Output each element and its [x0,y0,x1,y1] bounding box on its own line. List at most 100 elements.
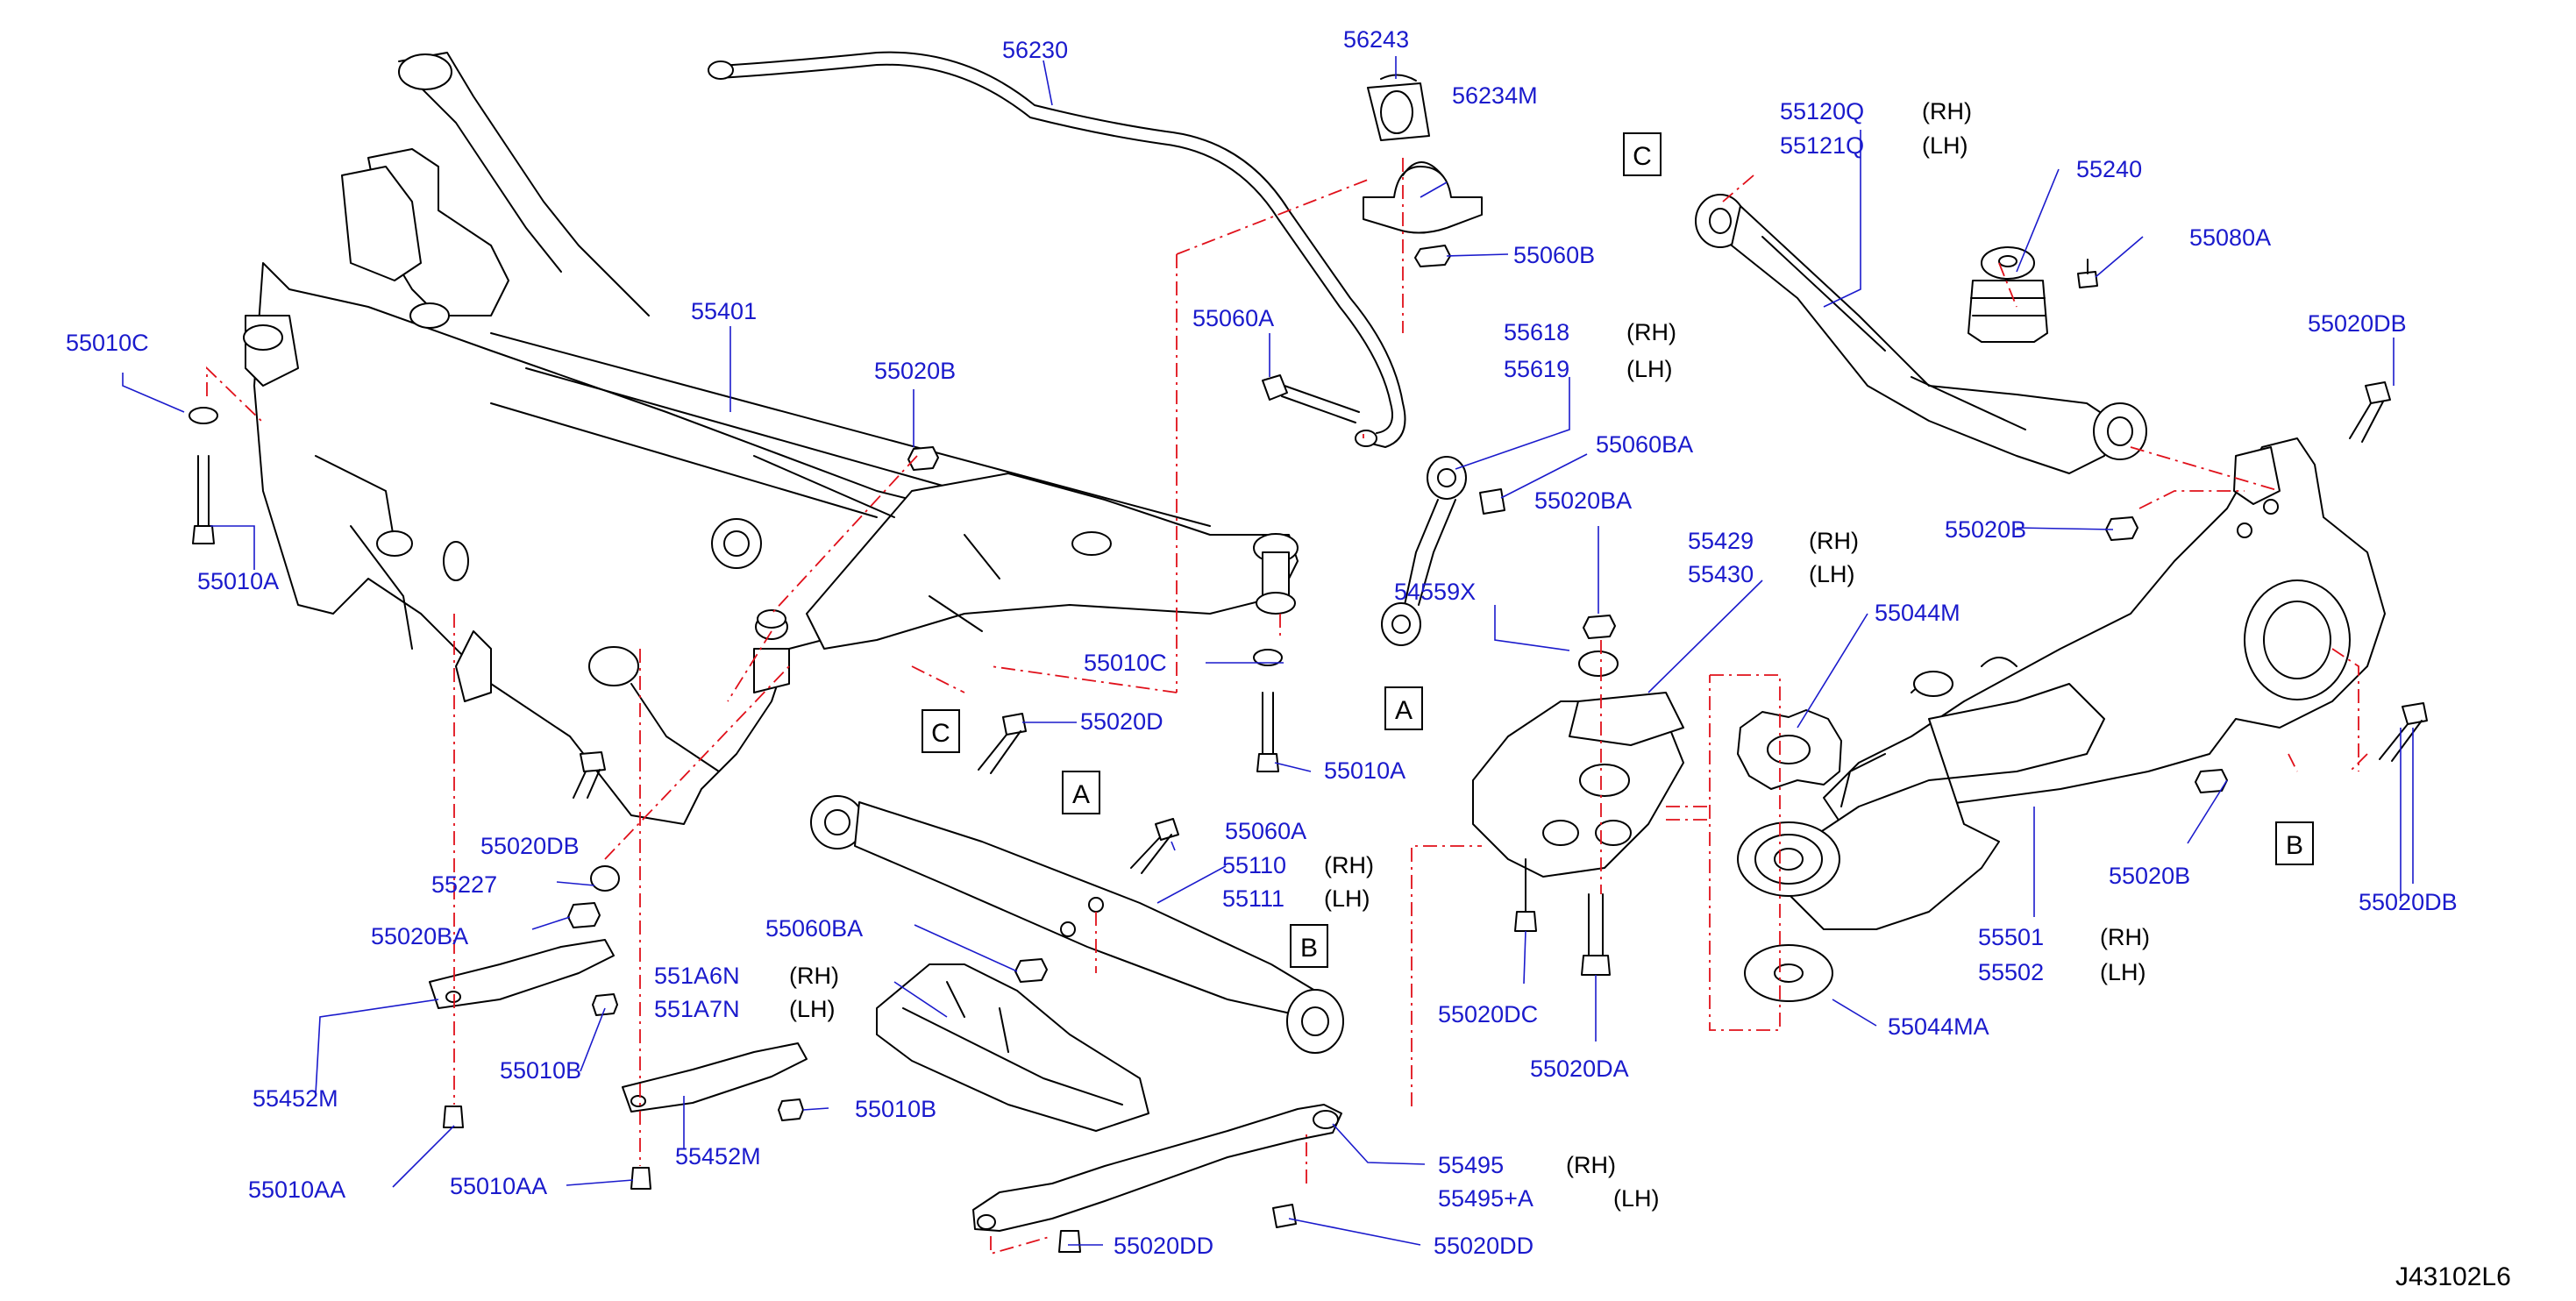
label-55020B-center: 55020B [874,358,956,384]
label-55080A: 55080A [2189,224,2271,251]
label-55111: 55111 [1222,885,1284,912]
label-55429: 55429 [1688,528,1754,554]
label-55020DB-upper: 55020DB [2308,310,2407,337]
part-labels: 56230 56243 56234M 55060B 55401 55010C 5… [66,26,2458,1259]
label-56243: 56243 [1343,26,1409,53]
leader-lines [122,56,2414,1246]
label-55111-side: (LH) [1324,885,1370,912]
nut-55060BA-lower-drawing [1014,958,1048,983]
nut-55020B-lower-drawing [2195,769,2228,793]
svg-text:A: A [1072,780,1090,809]
label-55110-side: (RH) [1324,852,1374,878]
label-55501: 55501 [1978,924,2044,950]
ref-box-C-upper: C [1623,132,1662,176]
ref-box-B-right: B [2275,821,2314,865]
subframe-drawing [243,52,1299,825]
diagram-id: J43102L6 [2395,1262,2511,1291]
label-55495A: 55495+A [1438,1185,1534,1212]
nut-55020B-right-drawing [2105,516,2138,541]
nut-55020BA-drawing [1578,615,1619,677]
stabilizer-link-drawing [1381,456,1505,646]
label-551A7N: 551A7N [654,996,740,1022]
nut-55060B-drawing [1414,245,1451,267]
label-55010C-left: 55010C [66,330,149,356]
label-55060A-lower: 55060A [1225,818,1306,844]
label-55618-side: (RH) [1626,319,1676,345]
label-55110: 55110 [1222,852,1286,878]
label-55020BA-left: 55020BA [371,923,468,949]
label-55020D: 55020D [1080,708,1163,735]
bolt-55060A-lower-drawing [1130,818,1179,874]
label-55020DB-left: 55020DB [480,833,580,859]
label-55495-side: (RH) [1566,1152,1616,1178]
axle-knuckle-drawing [1788,437,2386,930]
ref-box-A-upper: A [1384,686,1423,730]
label-55495: 55495 [1438,1152,1504,1178]
label-55020BA-center: 55020BA [1534,487,1632,514]
tie-rod-drawing [972,1104,1342,1232]
label-55121Q: 55121Q [1780,132,1864,159]
label-55121Q-side: (LH) [1922,132,1968,159]
ref-box-A-lower: A [1062,771,1100,814]
shield-drawing [876,963,1149,1132]
bolt-55020DC-drawing [1514,858,1537,932]
label-55430: 55430 [1688,561,1754,587]
label-55010AA-left: 55010AA [248,1177,345,1203]
bolt-55020DB-upper-drawing [2349,381,2391,443]
label-55060B: 55060B [1513,242,1595,268]
bracket-55452M-right-drawing [622,1042,808,1113]
subframe-hardware-drawing [189,407,1283,928]
label-54559X: 54559X [1394,579,1476,605]
spring-pad-drawing [1744,944,1833,1002]
bolt-55080A-drawing [2077,259,2098,288]
svg-text:C: C [1633,142,1652,171]
label-55502: 55502 [1978,959,2044,985]
label-55020DB-lower: 55020DB [2359,889,2458,915]
label-55495A-side: (LH) [1613,1185,1660,1212]
label-55020B-lower: 55020B [2109,863,2190,889]
bump-stopper-drawing [1968,246,2048,343]
svg-text:C: C [931,719,950,748]
bolt-55010AA-drawing [443,1105,651,1190]
label-55619: 55619 [1504,356,1569,382]
bolt-55020DB-lower-drawing [2379,702,2428,762]
bolt-55020DA-drawing [1581,893,1611,976]
label-55044MA: 55044MA [1888,1013,1989,1040]
dashed-centerlines [206,158,2368,1255]
label-55020DD-right: 55020DD [1434,1233,1534,1259]
label-55010B-right: 55010B [855,1096,936,1122]
label-55502-side: (LH) [2100,959,2146,985]
label-551A6N: 551A6N [654,963,740,989]
label-55010C-center: 55010C [1084,650,1167,676]
label-55060A-upper: 55060A [1192,305,1274,331]
label-55120Q: 55120Q [1780,98,1864,124]
upper-arm-drawing [1695,194,2147,474]
label-55452M-right: 55452M [675,1143,761,1169]
lower-arm-drawing [810,795,1344,1054]
label-55010A-left: 55010A [197,568,279,594]
svg-text:B: B [2286,831,2303,860]
label-56234M: 56234M [1452,82,1538,109]
label-55010A-center: 55010A [1324,757,1405,784]
bracket-55429-drawing [1472,692,1684,878]
label-55044M: 55044M [1875,600,1960,626]
stabilizer-bar-drawing [708,51,1406,448]
label-55020DC: 55020DC [1438,1001,1538,1027]
label-55020DD-left: 55020DD [1114,1233,1213,1259]
svg-text:A: A [1395,696,1413,725]
label-55429-side: (RH) [1809,528,1859,554]
bushing-drawing [1367,74,1430,141]
label-55619-side: (LH) [1626,356,1673,382]
label-55060BA-lower: 55060BA [765,915,863,942]
label-55060BA-upper: 55060BA [1596,431,1693,458]
label-551A6N-side: (RH) [789,963,839,989]
bolt-55020DD-drawing [1058,1204,1297,1253]
label-55120Q-side: (RH) [1922,98,1972,124]
label-55227: 55227 [431,871,497,898]
label-56230: 56230 [1002,37,1068,63]
label-55010AA-right: 55010AA [450,1173,547,1199]
label-55020B-right: 55020B [1945,516,2026,543]
label-55430-side: (LH) [1809,561,1855,587]
bracket-55452M-left-drawing [429,939,615,1009]
